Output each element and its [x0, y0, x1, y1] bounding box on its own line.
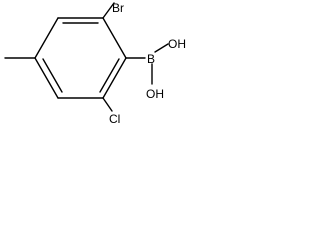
ring-bond-top-right	[102, 17, 127, 59]
ring-bond-bottom-left	[34, 57, 59, 99]
boron-label: B	[147, 52, 155, 66]
chlorine-label: Cl	[109, 112, 120, 126]
hydroxyl-top-label: OH	[168, 37, 186, 51]
molecule-diagram: Br B OH OH Cl	[4, 1, 186, 126]
bromine-bond	[102, 2, 115, 19]
chlorine-bond	[102, 97, 113, 112]
ring-bond-bottom-left-inner	[42, 58, 63, 93]
boron-oh-top-bond	[154, 43, 169, 53]
ring-bond-right	[102, 57, 127, 99]
bromine-label: Br	[112, 1, 124, 15]
ring-bond-right-inner	[99, 58, 120, 93]
ring-bond-top-left	[34, 17, 59, 59]
hydroxyl-bottom-label: OH	[146, 87, 164, 101]
